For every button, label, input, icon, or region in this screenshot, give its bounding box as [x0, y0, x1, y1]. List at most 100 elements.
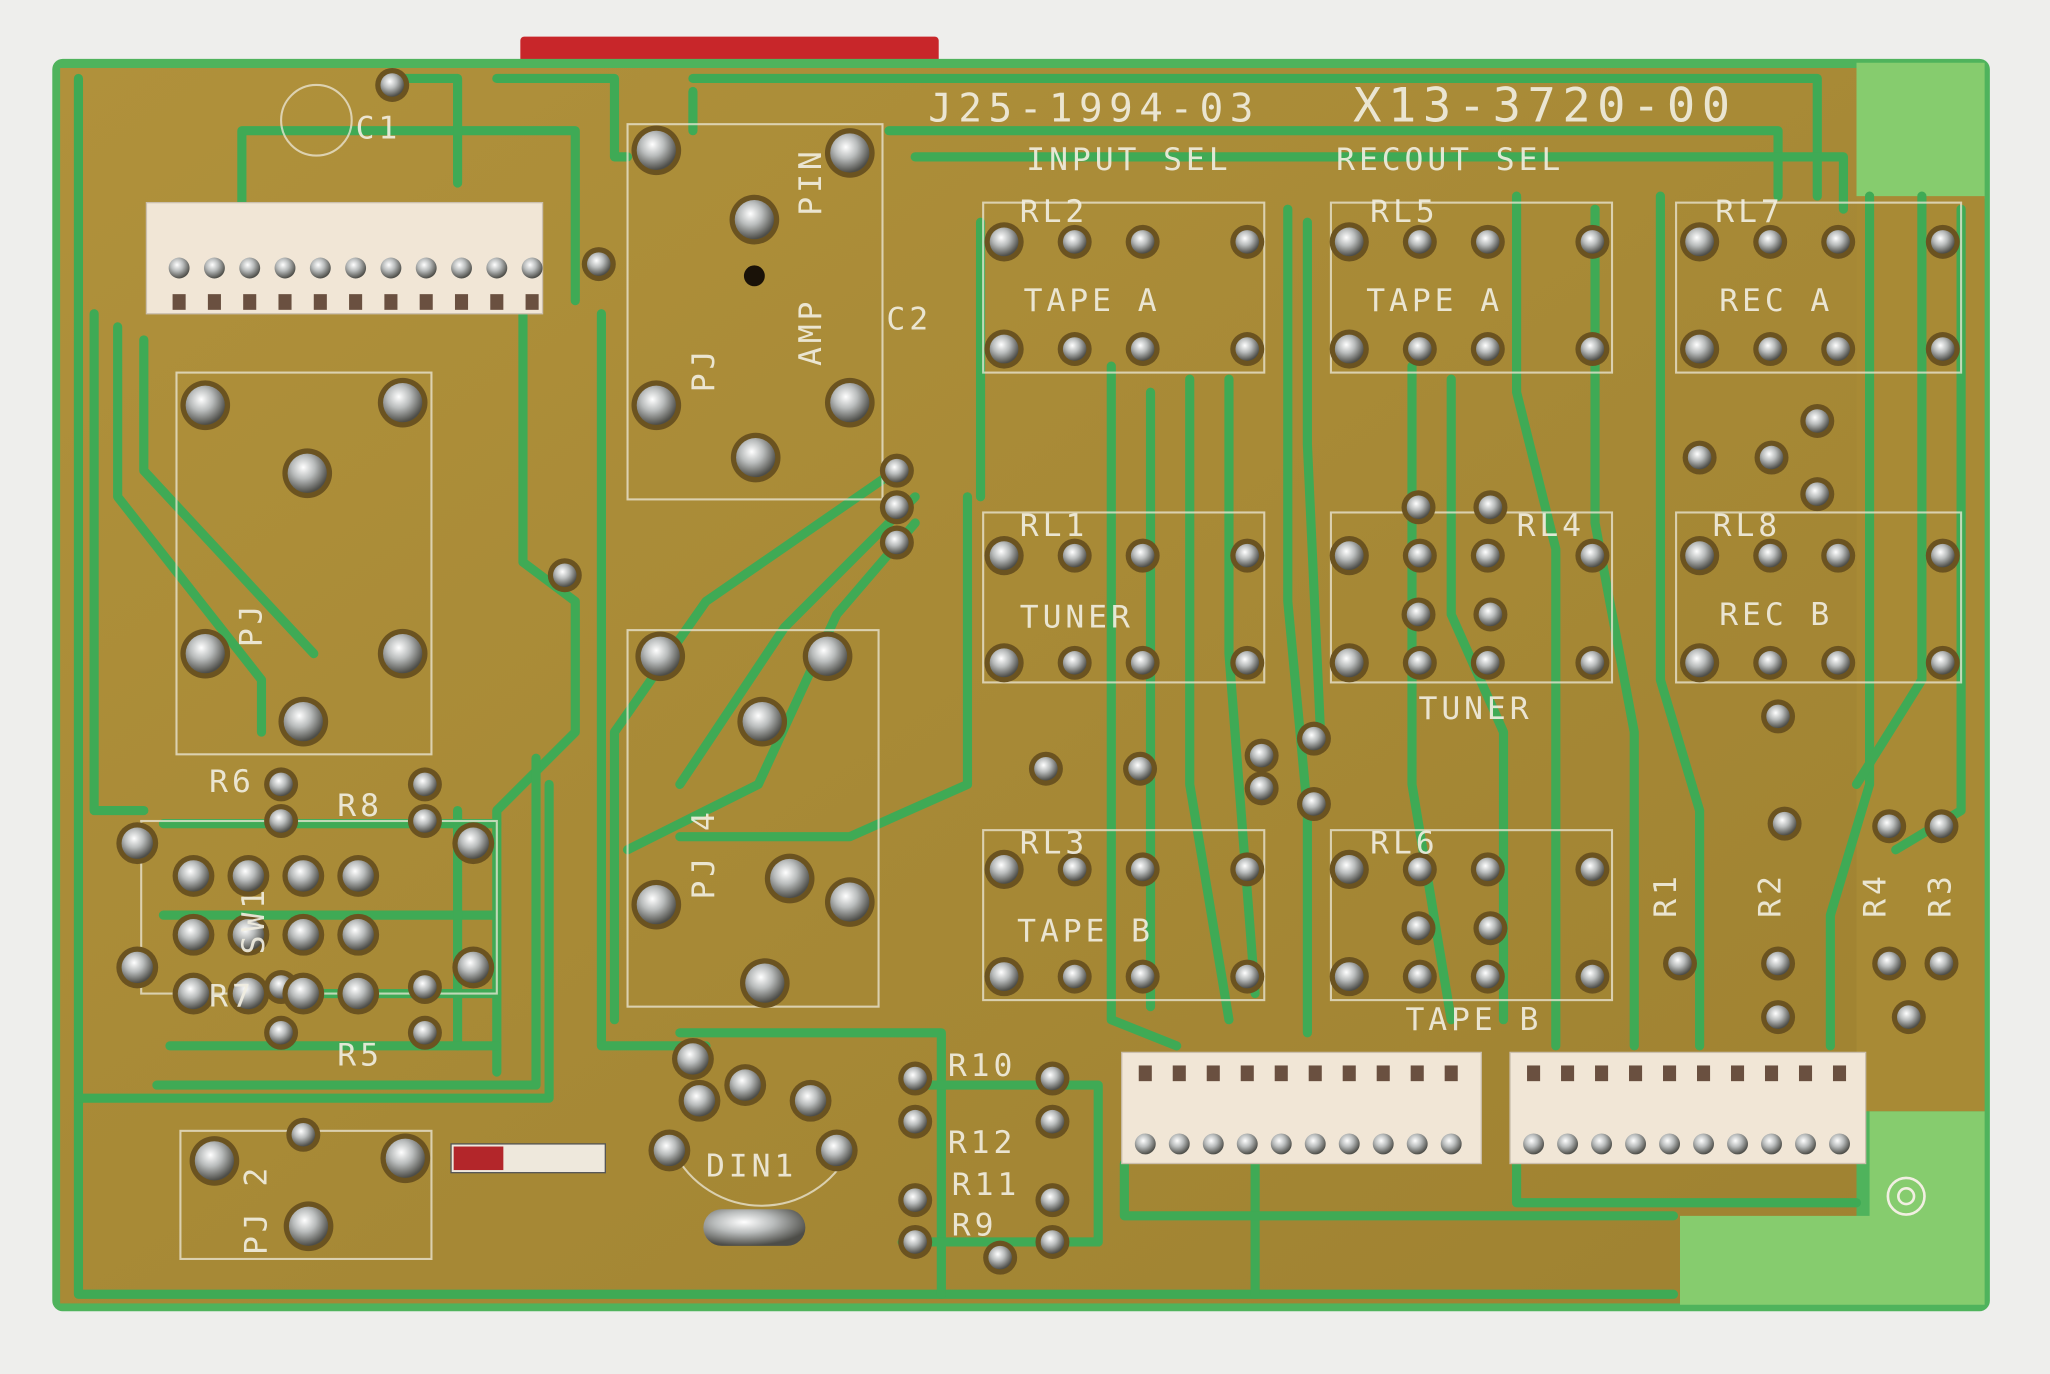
jack-pad — [288, 1206, 329, 1246]
copper-trace — [139, 335, 319, 659]
relay-pin — [1130, 543, 1155, 568]
jack-pad — [383, 634, 423, 674]
solder-pad — [269, 809, 293, 833]
copper-trace — [622, 518, 920, 855]
connector-pin — [1134, 1133, 1156, 1155]
switch-pad — [342, 977, 374, 1010]
label-r7: R7 — [209, 979, 255, 1015]
solder-pad — [1897, 1005, 1921, 1029]
connector-pin — [1727, 1133, 1748, 1155]
solder-pad — [413, 809, 437, 833]
label-rl4: RL4 — [1517, 508, 1585, 544]
copper-trace — [1891, 204, 1966, 855]
relay-pin — [1062, 337, 1087, 361]
connector-pin — [1168, 1133, 1190, 1155]
relay-pin — [1130, 857, 1155, 882]
solder-pad — [1766, 951, 1790, 976]
copper-trace — [152, 753, 541, 1090]
relay-pin — [1476, 651, 1500, 675]
header-recout-sel: RECOUT SEL — [1336, 142, 1564, 178]
solder-pad — [1668, 951, 1692, 976]
relay-pin — [1931, 651, 1955, 675]
relay-pin — [1408, 857, 1432, 882]
label-rl5: RL5 — [1370, 194, 1438, 230]
copper-trace — [1106, 361, 1182, 1051]
connector-slot — [278, 294, 292, 310]
copper-trace — [910, 152, 1849, 214]
solder-pad — [1040, 1188, 1065, 1212]
din-ground-pad — [703, 1209, 806, 1246]
label-r12: R12 — [948, 1125, 1016, 1161]
solder-pad — [291, 1122, 316, 1147]
relay-pin — [1062, 857, 1087, 882]
relay-pin — [1334, 854, 1364, 884]
connector-pin — [1591, 1133, 1613, 1155]
connector-slot — [1527, 1065, 1541, 1082]
connector-slot — [1832, 1065, 1847, 1082]
connector-slot — [1764, 1065, 1779, 1082]
relay-pin — [989, 334, 1019, 364]
connector-cn-top-left — [145, 201, 544, 315]
copper-trace — [73, 779, 554, 1103]
connector-slot — [1138, 1065, 1152, 1082]
relay-pin — [1685, 648, 1714, 678]
jack-pad — [640, 636, 680, 676]
relay-pin — [989, 854, 1019, 884]
solder-pad — [1128, 756, 1152, 781]
relay-pin — [1758, 651, 1782, 675]
solder-pad — [1406, 602, 1431, 627]
solder-pads — [116, 67, 1960, 1275]
relay-pin — [1580, 543, 1605, 568]
copper-trace — [387, 73, 463, 188]
solder-pad — [1805, 409, 1830, 433]
connector-pin — [1829, 1133, 1850, 1155]
label-din1: DIN1 — [706, 1149, 797, 1185]
connector-cn-bottom-middle — [1121, 1051, 1482, 1165]
label-pj-left: PJ — [233, 602, 269, 648]
connector-slot — [243, 294, 257, 310]
label-r1: R1 — [1648, 872, 1684, 918]
connector-slot — [1206, 1065, 1220, 1082]
label-pin: PIN — [793, 147, 829, 215]
solder-pad — [1040, 1066, 1065, 1091]
relay-pin — [1685, 334, 1714, 364]
relay-pin — [1580, 651, 1605, 675]
solder-pad — [553, 563, 577, 587]
connector-pin — [168, 257, 190, 279]
label-amp: AMP — [793, 298, 829, 366]
connector-slot — [207, 294, 221, 310]
copper-trace — [89, 309, 149, 816]
connector-pin — [415, 257, 437, 279]
solder-pad — [683, 1085, 716, 1117]
relay-pin — [1235, 337, 1260, 361]
header-input-sel: INPUT SEL — [1026, 142, 1231, 178]
relay-pin — [989, 541, 1019, 570]
label-r4: R4 — [1857, 872, 1893, 918]
solder-pad — [885, 530, 909, 555]
label-pj4: PJ 4 — [686, 808, 722, 899]
connector-pin — [486, 257, 508, 279]
connector-slot — [525, 294, 539, 310]
solder-pad — [1877, 951, 1901, 976]
label-rl8: RL8 — [1713, 508, 1781, 544]
switch-pad — [177, 919, 210, 951]
fiducial-mark — [1886, 1176, 1926, 1216]
part-number-j25: J25-1994-03 — [928, 87, 1260, 132]
relay-pin — [1130, 964, 1155, 989]
solder-pad — [1772, 811, 1797, 836]
solder-pad — [1406, 495, 1431, 520]
relay-pin — [1826, 230, 1850, 254]
solder-pad — [413, 975, 437, 999]
solder-pad — [1249, 743, 1274, 768]
jack-pad — [830, 882, 870, 922]
jack-pad — [636, 885, 676, 925]
jack-pad — [770, 858, 810, 899]
relay-pin — [1758, 230, 1782, 254]
bare-green-corner-top — [1856, 62, 1985, 199]
connector-slot — [490, 294, 504, 310]
connector-pin — [521, 257, 543, 279]
relay-pin — [1685, 227, 1714, 257]
relay-pin — [1931, 337, 1955, 361]
solder-pad — [1302, 792, 1326, 816]
relay-pin — [1408, 543, 1432, 568]
